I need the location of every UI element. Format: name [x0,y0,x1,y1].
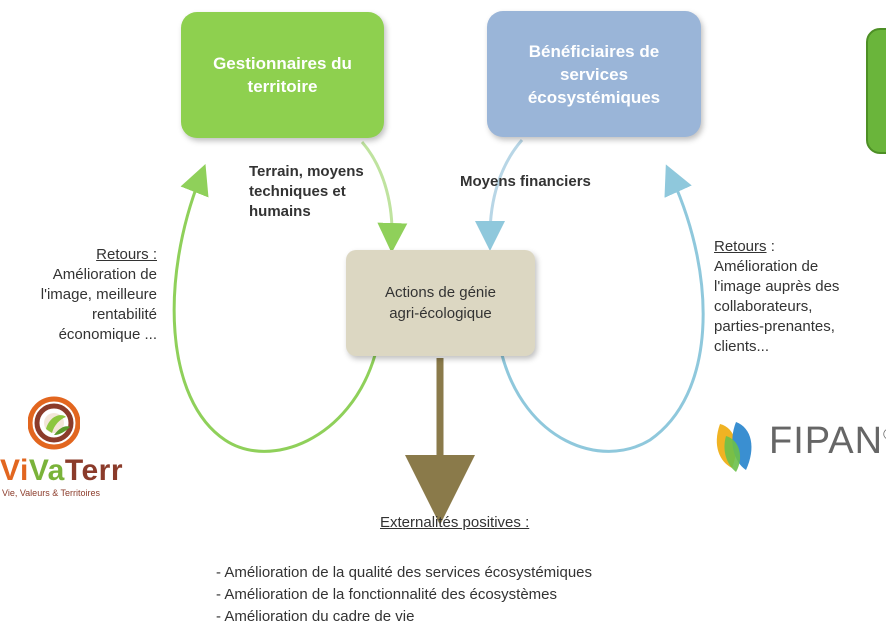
externalites-item: - Amélioration de la fonctionnalité des … [216,586,558,603]
fipan-name: FIPAN [769,420,884,462]
retours-left-line: Amélioration de [52,266,157,283]
retours-right-title: Retours [714,238,767,255]
box-beneficiaires-line: services [559,64,629,84]
fipan-logo-icon [716,422,752,472]
box-beneficiaires-line: écosystémiques [527,87,661,107]
arrow-retours-right [500,164,705,453]
externalites-list: - Amélioration de la qualité des service… [216,562,696,628]
flow-label-beneficiaires: Moyens financiers [460,172,620,192]
vivaterr-wordmark: ViVaTerr [0,454,123,488]
fipan-mark: © [883,426,886,443]
arrow-bene-to-actions [475,139,524,251]
vivaterr-tagline: Vie, Valeurs & Territoires [2,488,101,498]
retours-right-line: clients... [714,338,770,355]
box-actions-line: agri-écologique [389,305,492,322]
box-gestionnaires-line: Gestionnaires du [213,54,352,73]
arrow-retours-left [172,164,377,453]
vivaterr-va: Va [28,454,65,487]
fipan-wordmark: FIPAN© [769,420,886,463]
box-gestionnaires-line: territoire [247,77,318,96]
vivaterr-logo-icon [28,396,80,450]
retours-right-line: parties-prenantes, [714,318,835,335]
externalites-item: - Amélioration du cadre de vie [216,608,415,625]
retours-left-title: Retours : [96,246,157,263]
box-actions-line: Actions de génie [385,284,496,301]
vivaterr-terr: Terr [64,454,123,487]
retours-left-line: l'image, meilleure [40,286,157,303]
retours-right: Retours : Amélioration de l'image auprès… [714,237,874,357]
retours-right-line: Amélioration de [714,258,819,275]
arrow-gest-to-actions [360,141,408,253]
retours-left-line: rentabilité [91,306,157,323]
box-gestionnaires: Gestionnaires du territoire [181,12,384,138]
externalites-title: Externalités positives : [380,513,580,533]
box-actions: Actions de génie agri-écologique [346,250,535,356]
flow-label-line: techniques et [249,183,346,200]
flow-label-line: humains [249,203,311,220]
retours-right-line: collaborateurs, [714,298,813,315]
externalites-item: - Amélioration de la qualité des service… [216,564,593,581]
retours-right-title-suffix: : [766,238,775,255]
retours-right-line: l'image auprès des [714,278,840,295]
corner-green-box [866,28,886,154]
retours-left: Retours : Amélioration de l'image, meill… [8,245,157,345]
flow-label-gestionnaires: Terrain, moyens techniques et humains [249,162,399,222]
retours-left-line: économique ... [58,326,157,343]
flow-label-line: Moyens financiers [460,173,591,190]
vivaterr-vi: Vi [0,454,29,487]
box-beneficiaires-line: Bénéficiaires de [528,41,660,61]
flow-label-line: Terrain, moyens [249,163,364,180]
retours-right-title-row: Retours : [714,237,874,257]
box-beneficiaires: Bénéficiaires de services écosystémiques [487,11,701,137]
externalites-title-text: Externalités positives : [380,514,530,531]
